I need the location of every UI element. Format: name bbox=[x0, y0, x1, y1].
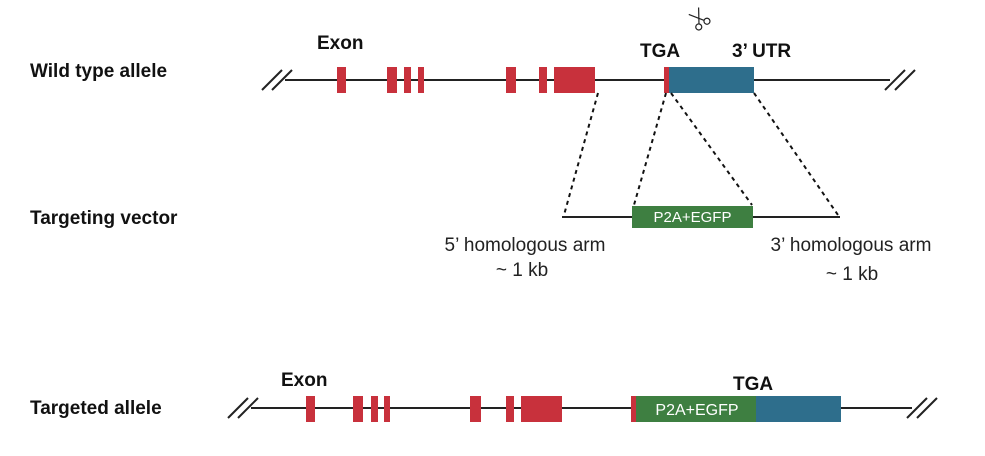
arm5-label: 5’ homologous arm bbox=[445, 235, 606, 256]
targeted-exon-label: Exon bbox=[281, 370, 327, 391]
targeted-exon-6 bbox=[506, 396, 514, 422]
break-mark-right bbox=[884, 69, 916, 91]
wild-type-exons bbox=[337, 67, 595, 93]
targeted-stop-label: TGA bbox=[733, 374, 773, 395]
exon-4 bbox=[418, 67, 424, 93]
arm3-label: 3’ homologous arm bbox=[771, 235, 932, 256]
utr-label: 3’ UTR bbox=[732, 41, 791, 62]
wild-type-label: Wild type allele bbox=[30, 61, 167, 82]
scissors-icon bbox=[688, 7, 711, 31]
targeted-allele-label: Targeted allele bbox=[30, 398, 162, 419]
targeting-vector-label: Targeting vector bbox=[30, 208, 178, 229]
targeted-exon-1 bbox=[306, 396, 315, 422]
targeted-exon-end bbox=[631, 396, 636, 422]
targeted-allele: Targeted allele Exon P2A+EGFP TGA bbox=[30, 370, 938, 422]
wild-type-utr bbox=[668, 67, 754, 93]
exon-3 bbox=[404, 67, 411, 93]
exon-5 bbox=[506, 67, 516, 93]
targeted-cassette-label: P2A+EGFP bbox=[655, 402, 738, 419]
homology-guides bbox=[563, 92, 839, 216]
vector-cassette-label: P2A+EGFP bbox=[654, 209, 732, 226]
targeted-exon-2 bbox=[353, 396, 363, 422]
targeted-exon-last bbox=[521, 396, 562, 422]
guide-insert-left bbox=[633, 92, 667, 206]
targeted-exon-3 bbox=[371, 396, 378, 422]
exon-last bbox=[554, 67, 595, 93]
wild-type-allele: Wild type allele Exon TGA 3’ UTR bbox=[30, 7, 916, 93]
exon-6 bbox=[539, 67, 547, 93]
targeted-break-mark-left bbox=[227, 397, 259, 419]
arm5-size: ~ 1 kb bbox=[496, 260, 548, 281]
targeted-exons bbox=[306, 396, 562, 422]
targeted-p2a-egfp-cassette bbox=[636, 396, 758, 422]
guide-3arm-end bbox=[753, 92, 839, 216]
vector-p2a-egfp-cassette bbox=[632, 206, 753, 228]
exon-1 bbox=[337, 67, 346, 93]
break-mark-left bbox=[261, 69, 293, 91]
targeting-vector: Targeting vector P2A+EGFP 5’ homologous … bbox=[30, 206, 931, 285]
targeted-exon-5 bbox=[470, 396, 481, 422]
wild-type-stop-codon bbox=[664, 67, 669, 93]
targeted-utr bbox=[756, 396, 841, 422]
targeted-exon-4 bbox=[384, 396, 390, 422]
wild-type-stop-label: TGA bbox=[640, 41, 680, 62]
wild-type-exon-label: Exon bbox=[317, 33, 363, 54]
exon-2 bbox=[387, 67, 397, 93]
arm3-size: ~ 1 kb bbox=[826, 264, 878, 285]
guide-5arm-start bbox=[563, 92, 599, 216]
guide-insert-right bbox=[670, 92, 753, 206]
targeted-break-mark-right bbox=[906, 397, 938, 419]
